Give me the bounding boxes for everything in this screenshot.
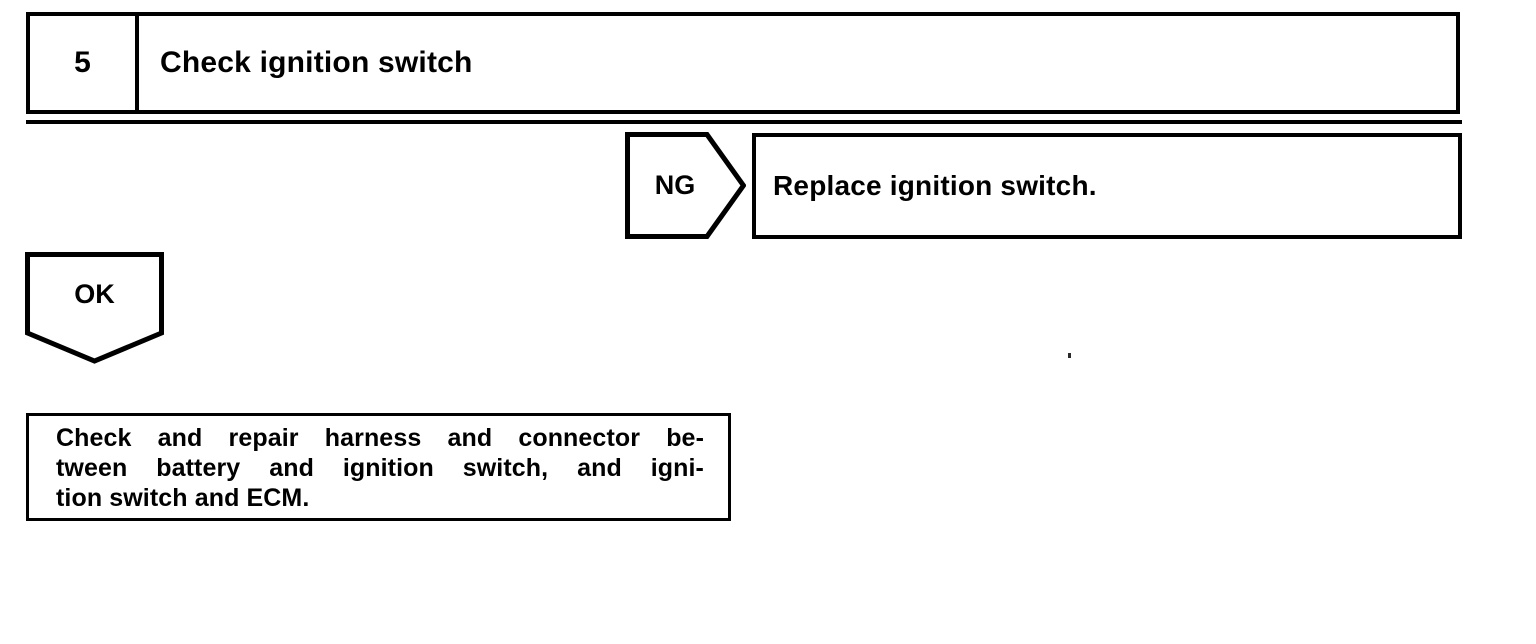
step-row-underline <box>26 120 1462 124</box>
step-title-cell: Check ignition switch <box>139 16 1456 110</box>
step-number-cell: 5 <box>30 16 139 110</box>
action-text-line-2: tween battery and ignition switch, and i… <box>56 454 704 482</box>
ok-branch-arrow: OK <box>25 252 164 364</box>
action-text-line-1: Check and repair harness and connector b… <box>56 424 704 452</box>
ok-action-box: Check and repair harness and connector b… <box>26 413 731 521</box>
step-header-row: 5 Check ignition switch <box>26 12 1460 114</box>
ng-result-box: Replace ignition switch. <box>752 133 1462 239</box>
scan-speck <box>1068 353 1071 358</box>
step-title: Check ignition switch <box>160 46 473 79</box>
ng-branch-arrow: NG <box>625 132 746 239</box>
ng-result-text: Replace ignition switch. <box>773 170 1097 201</box>
pentagon-down-icon <box>25 252 164 364</box>
step-number: 5 <box>74 46 91 79</box>
action-text-line-3: tion switch and ECM. <box>56 484 310 512</box>
pentagon-right-icon <box>625 132 746 239</box>
